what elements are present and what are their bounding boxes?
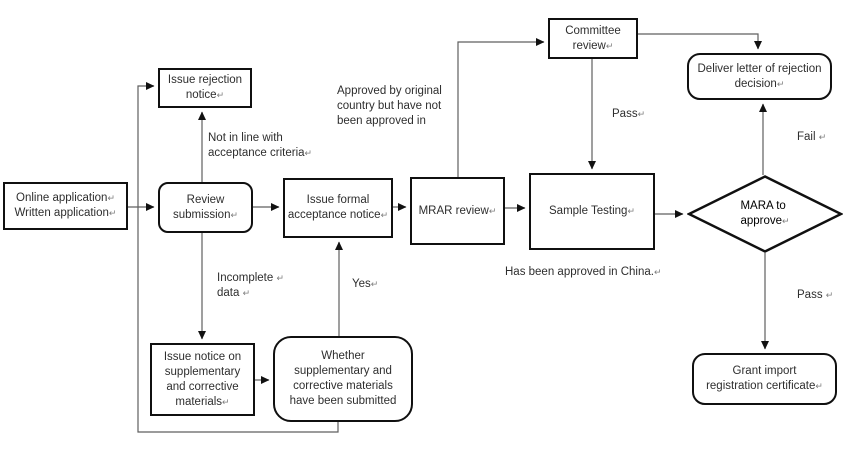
node-text-line: Committee xyxy=(565,24,621,37)
node-text-line: Sample Testing↵ xyxy=(549,205,635,217)
node-text-line: Grant import xyxy=(732,365,797,377)
node-text-line: Issue formal xyxy=(306,194,370,206)
node-text-line: Whether xyxy=(321,350,365,362)
node-text-line: notice↵ xyxy=(185,89,225,101)
node-mara-to-approve: MARA to approve↵ xyxy=(687,175,843,253)
node-text-line: registration certificate↵ xyxy=(706,380,823,392)
node-deliver-letter-of-rejection: Deliver letter of rejection decision↵ xyxy=(687,53,832,100)
node-text-line: supplementary xyxy=(164,365,241,378)
node-text-line: acceptance notice↵ xyxy=(287,209,389,221)
node-text-line: Issue rejection xyxy=(167,74,243,86)
node-issue-formal-acceptance-notice: Issue formal acceptance notice↵ xyxy=(283,178,393,238)
node-text-line: have been submitted xyxy=(289,395,397,407)
connector-whether-no-to-rejection xyxy=(137,82,339,433)
node-grant-import-registration-certificate: Grant import registration certificate↵ xyxy=(692,353,837,405)
node-text-line: corrective materials xyxy=(293,380,393,392)
diamond-text: MARA to approve↵ xyxy=(740,199,789,229)
label-pass-mara: Pass ↵ xyxy=(797,289,834,301)
node-mrar-review: MRAR review↵ xyxy=(410,177,505,245)
node-text-line: Deliver letter of rejection xyxy=(697,62,822,75)
node-whether-materials-submitted: Whether supplementary and corrective mat… xyxy=(273,336,413,422)
node-text-line: submission↵ xyxy=(172,208,239,221)
label-not-in-line-with-criteria: Not in line with acceptance criteria↵ xyxy=(208,132,313,159)
connector-mrar-to-committee xyxy=(457,38,545,177)
label-has-been-approved-in-china: Has been approved in China.↵ xyxy=(505,266,662,278)
node-issue-notice-supplementary: Issue notice on supplementary and correc… xyxy=(150,343,255,416)
node-text-line: Online application↵ xyxy=(16,192,115,204)
label-yes: Yes↵ xyxy=(352,278,379,290)
node-text-line: MRAR review↵ xyxy=(418,204,497,217)
node-sample-testing: Sample Testing↵ xyxy=(529,173,655,250)
diamond-shape xyxy=(687,175,843,253)
node-text-line: supplementary and xyxy=(294,365,392,377)
node-text-line: Review xyxy=(186,193,225,206)
node-issue-rejection-notice: Issue rejection notice↵ xyxy=(158,68,252,108)
node-text-line: decision↵ xyxy=(734,77,785,90)
node-text-line: Written application↵ xyxy=(14,207,117,219)
node-text-line: Issue notice on xyxy=(163,350,242,363)
label-fail: Fail ↵ xyxy=(797,131,827,143)
connector-committee-to-deliver xyxy=(638,33,762,50)
label-pass-committee: Pass↵ xyxy=(612,108,646,120)
node-online-written-application: Online application↵ Written application↵ xyxy=(3,182,128,230)
node-text-line: review↵ xyxy=(572,39,614,52)
node-committee-review: Committee review↵ xyxy=(548,18,638,59)
node-text-line: approve↵ xyxy=(740,215,790,227)
label-incomplete-data: Incomplete ↵ data ↵ xyxy=(217,272,284,299)
node-review-submission: Review submission↵ xyxy=(158,182,253,233)
label-approved-by-original-country: Approved by original country but have no… xyxy=(337,85,442,127)
node-text-line: MARA to xyxy=(740,200,786,212)
node-text-line: materials↵ xyxy=(175,395,230,408)
node-text-line: and corrective xyxy=(166,380,239,393)
